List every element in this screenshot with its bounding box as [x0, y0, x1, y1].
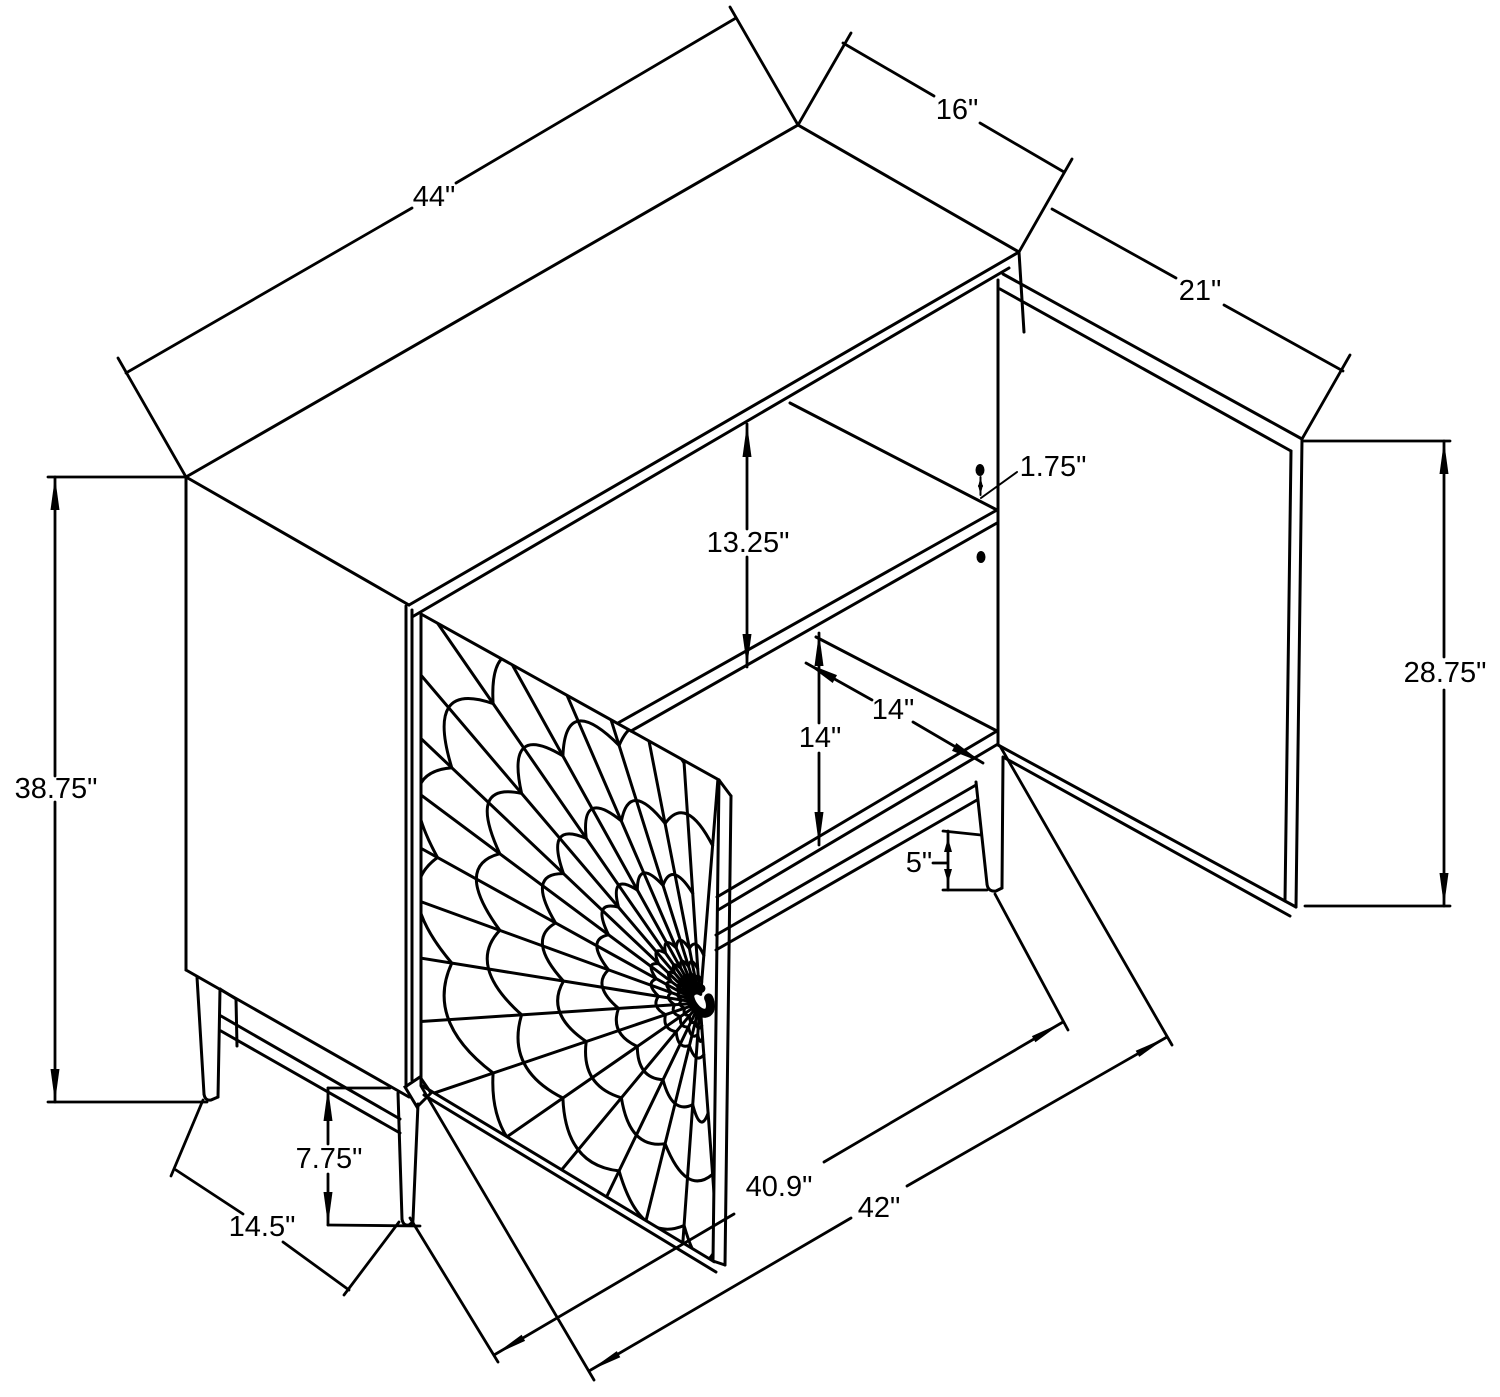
svg-text:42": 42" [858, 1192, 901, 1224]
svg-text:1.75": 1.75" [1020, 451, 1087, 483]
svg-text:5": 5" [906, 847, 932, 879]
svg-text:13.25": 13.25" [707, 527, 790, 559]
svg-text:21": 21" [1179, 275, 1222, 307]
svg-text:14": 14" [872, 694, 915, 726]
svg-text:28.75": 28.75" [1404, 657, 1487, 689]
svg-text:7.75": 7.75" [296, 1143, 363, 1175]
svg-text:40.9": 40.9" [746, 1171, 813, 1203]
svg-text:14.5": 14.5" [229, 1211, 296, 1243]
svg-text:16": 16" [936, 94, 979, 126]
svg-text:44": 44" [413, 181, 456, 213]
svg-text:14": 14" [799, 722, 842, 754]
svg-text:38.75": 38.75" [15, 773, 98, 805]
